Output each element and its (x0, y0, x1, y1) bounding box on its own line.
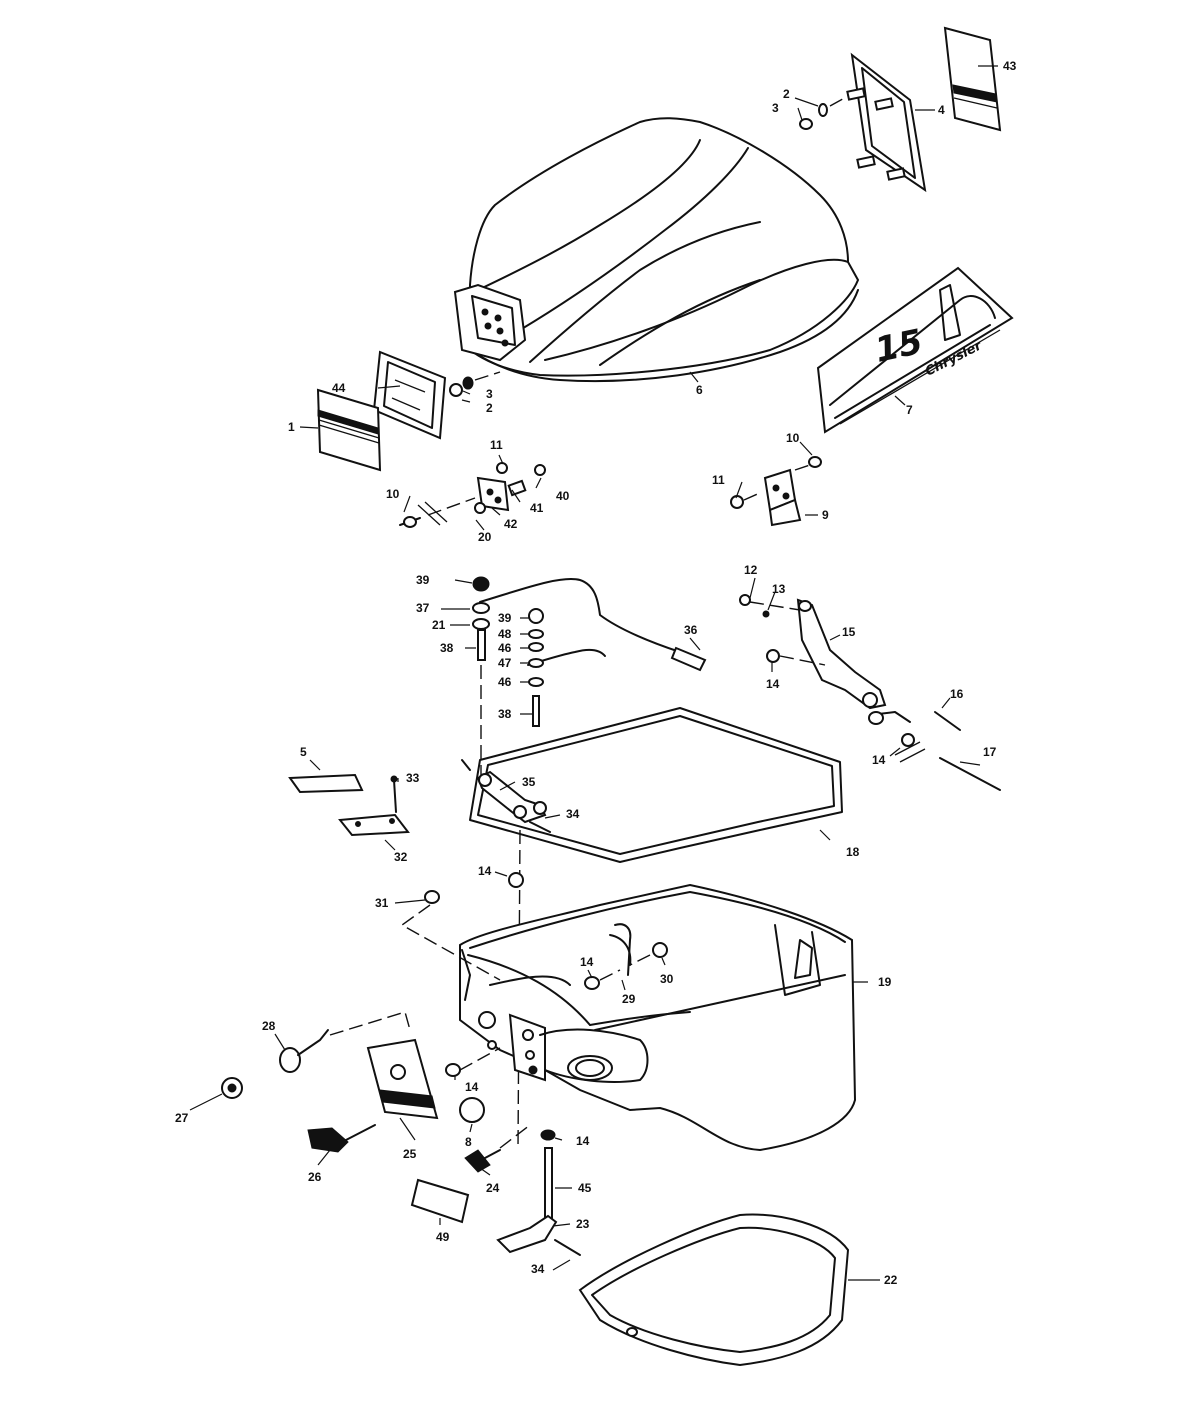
callout-3b: 3 (486, 387, 493, 401)
callout-2b: 2 (486, 401, 493, 415)
callout-23: 23 (576, 1217, 590, 1231)
callout-25: 25 (403, 1147, 417, 1161)
callout-43: 43 (1003, 59, 1017, 73)
plug-8 (459, 1097, 485, 1123)
front-lens-plate (372, 350, 447, 440)
callout-14a: 14 (766, 677, 780, 691)
decal-model-number: 15 (872, 322, 927, 371)
callout-41: 41 (530, 501, 544, 515)
callout-44: 44 (332, 381, 346, 395)
plate-5 (288, 773, 364, 794)
callout-12: 12 (744, 563, 758, 577)
callout-6: 6 (696, 383, 703, 397)
rear-mounting-plate (846, 52, 927, 193)
callout-14d: 14 (580, 955, 594, 969)
cowl-seal-gasket (461, 707, 843, 863)
callout-4: 4 (938, 103, 945, 117)
callout-46a: 46 (498, 641, 512, 655)
callout-15: 15 (842, 625, 856, 639)
callout-31: 31 (375, 896, 389, 910)
latch-arm (476, 770, 551, 1151)
callout-8: 8 (465, 1135, 472, 1149)
knob-28 (279, 1011, 411, 1073)
callout-19: 19 (878, 975, 892, 989)
callout-17: 17 (983, 745, 997, 759)
callout-38a: 38 (440, 641, 454, 655)
callout-16: 16 (950, 687, 964, 701)
stacked-washers-left (472, 576, 490, 780)
lower-motor-pan (459, 883, 857, 1152)
grommet-27 (221, 1077, 243, 1099)
callout-32: 32 (394, 850, 408, 864)
callout-47: 47 (498, 656, 512, 670)
fitting-24 (464, 1124, 531, 1173)
stacked-washers-right (528, 608, 544, 727)
callout-34a: 34 (566, 807, 580, 821)
callout-leaders (189, 65, 998, 1281)
callout-14e: 14 (465, 1080, 479, 1094)
hinge-bracket-right (730, 456, 822, 527)
throttle-lever (739, 594, 1001, 791)
callout-34b: 34 (531, 1262, 545, 1276)
washer-pair-rear (799, 95, 849, 130)
callout-40: 40 (556, 489, 570, 503)
screw-31 (400, 890, 501, 981)
callout-13: 13 (772, 582, 786, 596)
bottom-seal-gasket (578, 1213, 850, 1367)
shaft-45 (540, 1129, 556, 1224)
callout-28: 28 (262, 1019, 276, 1033)
latch-spring-29 (584, 923, 668, 990)
callout-labels: 2 3 4 43 6 44 3 2 1 7 11 40 10 41 42 20 … (175, 59, 1017, 1287)
callout-35: 35 (522, 775, 536, 789)
side-decal-chrysler: 15 Chrysler (816, 266, 1014, 434)
callout-2a: 2 (783, 87, 790, 101)
callout-5: 5 (300, 745, 307, 759)
callout-3a: 3 (772, 101, 779, 115)
plate-49 (410, 1178, 470, 1224)
callout-42: 42 (504, 517, 518, 531)
callout-9: 9 (822, 508, 829, 522)
plate-32 (338, 775, 410, 837)
callout-21: 21 (432, 618, 446, 632)
rear-decal (943, 26, 1002, 132)
callout-10b: 10 (786, 431, 800, 445)
callout-39b: 39 (498, 611, 512, 625)
callout-36: 36 (684, 623, 698, 637)
hinge-bracket-left (399, 462, 546, 528)
lever-23 (496, 1214, 581, 1256)
choke-linkage-rod (479, 578, 707, 672)
callout-20: 20 (478, 530, 492, 544)
callout-14c: 14 (478, 864, 492, 878)
washer-pair-front (449, 371, 501, 397)
callout-33: 33 (406, 771, 420, 785)
callout-1: 1 (288, 420, 295, 434)
callout-37: 37 (416, 601, 430, 615)
callout-45: 45 (578, 1181, 592, 1195)
callout-11a: 11 (490, 438, 503, 452)
callout-27: 27 (175, 1111, 189, 1125)
callout-30: 30 (660, 972, 674, 986)
callout-26: 26 (308, 1170, 322, 1184)
handle-26 (307, 1124, 376, 1153)
callout-49: 49 (436, 1230, 450, 1244)
callout-38b: 38 (498, 707, 512, 721)
callout-7: 7 (906, 403, 913, 417)
callout-29: 29 (622, 992, 636, 1006)
callout-48: 48 (498, 627, 512, 641)
callout-24: 24 (486, 1181, 500, 1195)
callout-14f: 14 (576, 1134, 590, 1148)
callout-18: 18 (846, 845, 860, 859)
nut-14-top (508, 872, 524, 888)
front-decal (316, 388, 382, 472)
callout-39a: 39 (416, 573, 430, 587)
plate-25 (366, 1038, 501, 1120)
callout-46b: 46 (498, 675, 512, 689)
callout-14b: 14 (872, 753, 886, 767)
callout-10a: 10 (386, 487, 400, 501)
top-cowl (453, 117, 860, 383)
callout-11b: 11 (712, 473, 725, 487)
callout-22: 22 (884, 1273, 898, 1287)
